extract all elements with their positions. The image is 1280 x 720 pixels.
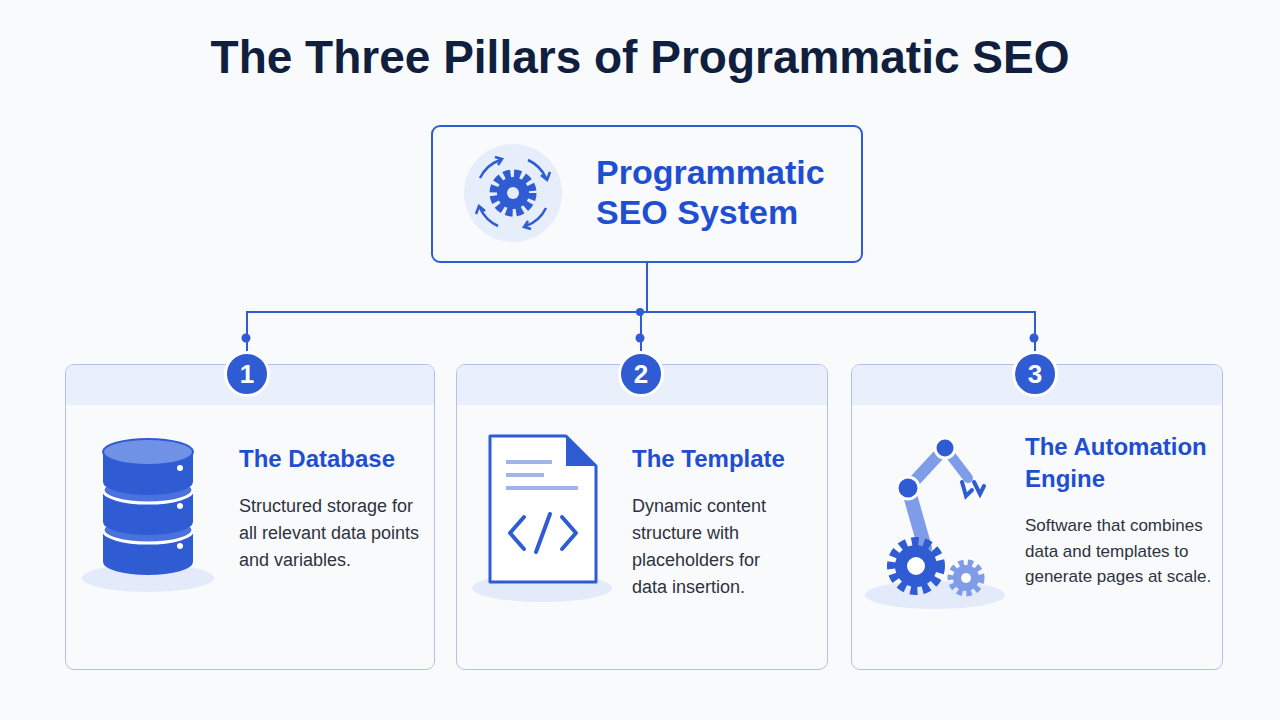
db-light <box>177 465 183 471</box>
code-bracket <box>510 517 524 549</box>
arm-joint <box>897 477 919 499</box>
arm-joint <box>935 438 955 458</box>
callout-number: 1 <box>240 359 254 390</box>
pillar-card: 1The DatabaseStructured storage for all … <box>65 364 435 670</box>
cycle-arrowhead <box>495 157 502 165</box>
document-line <box>506 460 552 464</box>
diagram-title: The Three Pillars of Programmatic SEO <box>0 30 1280 84</box>
gear-body <box>497 177 529 209</box>
number-badge: 1 <box>224 351 270 397</box>
gear-body <box>895 545 937 587</box>
document-fold <box>566 436 596 466</box>
robot-arm-icon <box>865 438 1005 609</box>
document-outline <box>490 436 596 582</box>
system-label: Programmatic SEO System <box>596 153 846 233</box>
pillar-card: 3The Automation EngineSoftware that comb… <box>851 364 1223 670</box>
gear-icon <box>464 144 562 242</box>
gear-hole <box>507 187 519 199</box>
gear-hole <box>961 573 971 583</box>
cycle-arrowhead <box>541 172 550 180</box>
callout-number: 2 <box>634 359 648 390</box>
gear-teeth <box>494 174 532 212</box>
gear-teeth <box>892 542 940 590</box>
db-light <box>177 543 183 549</box>
number-badge: 3 <box>1012 351 1058 397</box>
icon-disc <box>464 144 562 242</box>
pillar-description: Software that combines data and template… <box>1025 513 1213 590</box>
pillar-description: Structured storage for all relevant data… <box>239 493 421 574</box>
cycle-arrow <box>480 160 500 178</box>
arm-gripper <box>962 482 984 496</box>
gear-teeth <box>951 563 981 593</box>
cycle-arrowhead <box>524 221 531 229</box>
connector-line <box>247 263 647 351</box>
code-bracket <box>562 517 576 549</box>
pillar-description: Dynamic content structure with placehold… <box>632 493 800 601</box>
pillar-heading: The Template <box>632 443 818 475</box>
pillar-heading: The Automation Engine <box>1025 431 1213 495</box>
pillar-card: 2The TemplateDynamic content structure w… <box>456 364 828 670</box>
gear-hole <box>906 556 926 576</box>
callout-number: 3 <box>1028 359 1042 390</box>
db-light <box>177 503 183 509</box>
cycle-arrowhead <box>476 206 485 214</box>
template-icon <box>472 436 612 602</box>
code-slash <box>536 514 550 552</box>
connector-line <box>647 263 1035 351</box>
database-icon <box>82 439 214 592</box>
document-line <box>506 473 544 477</box>
gear-body <box>953 565 979 591</box>
number-badge: 2 <box>618 351 664 397</box>
system-box: Programmatic SEO System <box>431 125 863 263</box>
cycle-arrow <box>526 208 546 226</box>
document-line <box>506 486 578 490</box>
pillar-heading: The Database <box>239 443 425 475</box>
db-top <box>103 439 193 465</box>
